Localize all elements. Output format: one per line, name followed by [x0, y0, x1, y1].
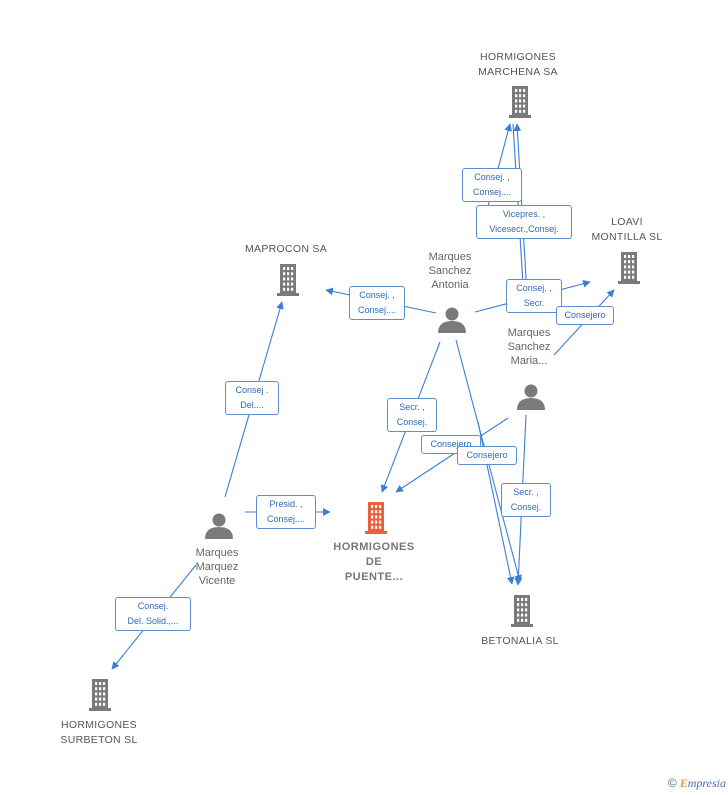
label-line: Vicente	[198, 575, 236, 587]
edge-label-line: Consejero	[564, 310, 606, 320]
edge-label-line: Consejero	[466, 450, 508, 460]
edge-label-line: Secr. ,	[399, 402, 425, 412]
edge-label-line: Del....	[240, 400, 264, 410]
edge-label[interactable]: Consejero	[457, 446, 517, 465]
edge-label-line: Consej.	[137, 601, 169, 611]
edge-label-line: Vicepres. ,	[502, 209, 546, 219]
building-icon[interactable]	[365, 502, 387, 534]
edge-label-line: Presid. ,	[269, 499, 303, 509]
edge-label[interactable]: Consej. , Consej....	[462, 168, 522, 202]
label-line: SURBETON SL	[60, 734, 138, 746]
label-line: Sanchez	[507, 341, 551, 353]
edge-label[interactable]: Consej. , Consej....	[349, 286, 405, 320]
label-line: Marques	[428, 251, 472, 263]
edge-label-line: Consej. ,	[359, 290, 395, 300]
label-line: Maria...	[510, 355, 548, 367]
edge-label-line: Secr.	[523, 298, 545, 308]
building-icon[interactable]	[277, 264, 299, 296]
edge-label[interactable]: Secr. , Consej.	[501, 483, 551, 517]
label-line: HORMIGONES	[333, 541, 415, 553]
edge-label-line: Consejero	[430, 439, 472, 449]
edge-label-line: Consej....	[472, 187, 512, 197]
edge-label-line: Del. Solid.,...	[127, 616, 179, 626]
company-name-label[interactable]: MAPROCON SA	[231, 242, 341, 257]
company-name-label[interactable]: LOAVI MONTILLA SL	[577, 215, 677, 245]
edge-label[interactable]: Consej . Del....	[225, 381, 279, 415]
label-line: PUENTE...	[344, 571, 404, 583]
person-icon[interactable]	[205, 513, 233, 540]
edge-label[interactable]: Consej. , Secr.	[506, 279, 562, 313]
building-icon[interactable]	[511, 595, 533, 627]
label-line: LOAVI	[611, 216, 643, 228]
building-icon[interactable]	[509, 86, 531, 118]
person-icon[interactable]	[438, 307, 466, 334]
label-line: Marquez	[195, 561, 239, 573]
edge-line	[395, 417, 509, 493]
label-line: DE	[365, 556, 383, 568]
edge-label-line: Secr. ,	[513, 487, 539, 497]
label-line: Sanchez	[428, 265, 472, 277]
edge-label[interactable]: Presid. , Consej....	[256, 495, 316, 529]
label-line: HORMIGONES	[61, 719, 137, 731]
edge-label-line: Consej. ,	[516, 283, 552, 293]
edge-label[interactable]: Vicepres. , Vicesecr.,Consej.	[476, 205, 572, 239]
label-line: MARCHENA SA	[478, 66, 558, 78]
edge-label-line: Vicesecr.,Consej.	[489, 224, 559, 234]
building-icon[interactable]	[89, 679, 111, 711]
label-line: MAPROCON SA	[244, 243, 328, 255]
label-line: Antonia	[431, 279, 469, 291]
edge-label[interactable]: Secr. , Consej.	[387, 398, 437, 432]
label-line: Marques	[507, 327, 551, 339]
edge-label[interactable]: Consej. Del. Solid.,...	[115, 597, 191, 631]
company-name-label[interactable]: BETONALIA SL	[465, 634, 575, 649]
empresia-watermark: © Empresia	[667, 776, 726, 790]
edge-label-line: Consej....	[357, 305, 397, 315]
label-line: Marques	[195, 547, 239, 559]
company-name-label[interactable]: HORMIGONES SURBETON SL	[44, 718, 154, 748]
label-line: MONTILLA SL	[591, 231, 663, 243]
label-line: BETONALIA SL	[481, 635, 559, 647]
edge-label[interactable]: Consejero	[556, 306, 614, 325]
edge-label-line: Consej .	[235, 385, 269, 395]
edge-label-line: Consej....	[266, 514, 306, 524]
edge-label-line: Consej.	[396, 417, 428, 427]
building-icon[interactable]	[618, 252, 640, 284]
edge-label-line: Consej.	[510, 502, 542, 512]
label-line: HORMIGONES	[480, 51, 556, 63]
company-name-label[interactable]: HORMIGONES MARCHENA SA	[458, 50, 578, 80]
person-icon[interactable]	[517, 384, 545, 411]
company-name-label[interactable]: HORMIGONES DE PUENTE...	[319, 540, 429, 585]
edge-label-line: Consej. ,	[474, 172, 510, 182]
